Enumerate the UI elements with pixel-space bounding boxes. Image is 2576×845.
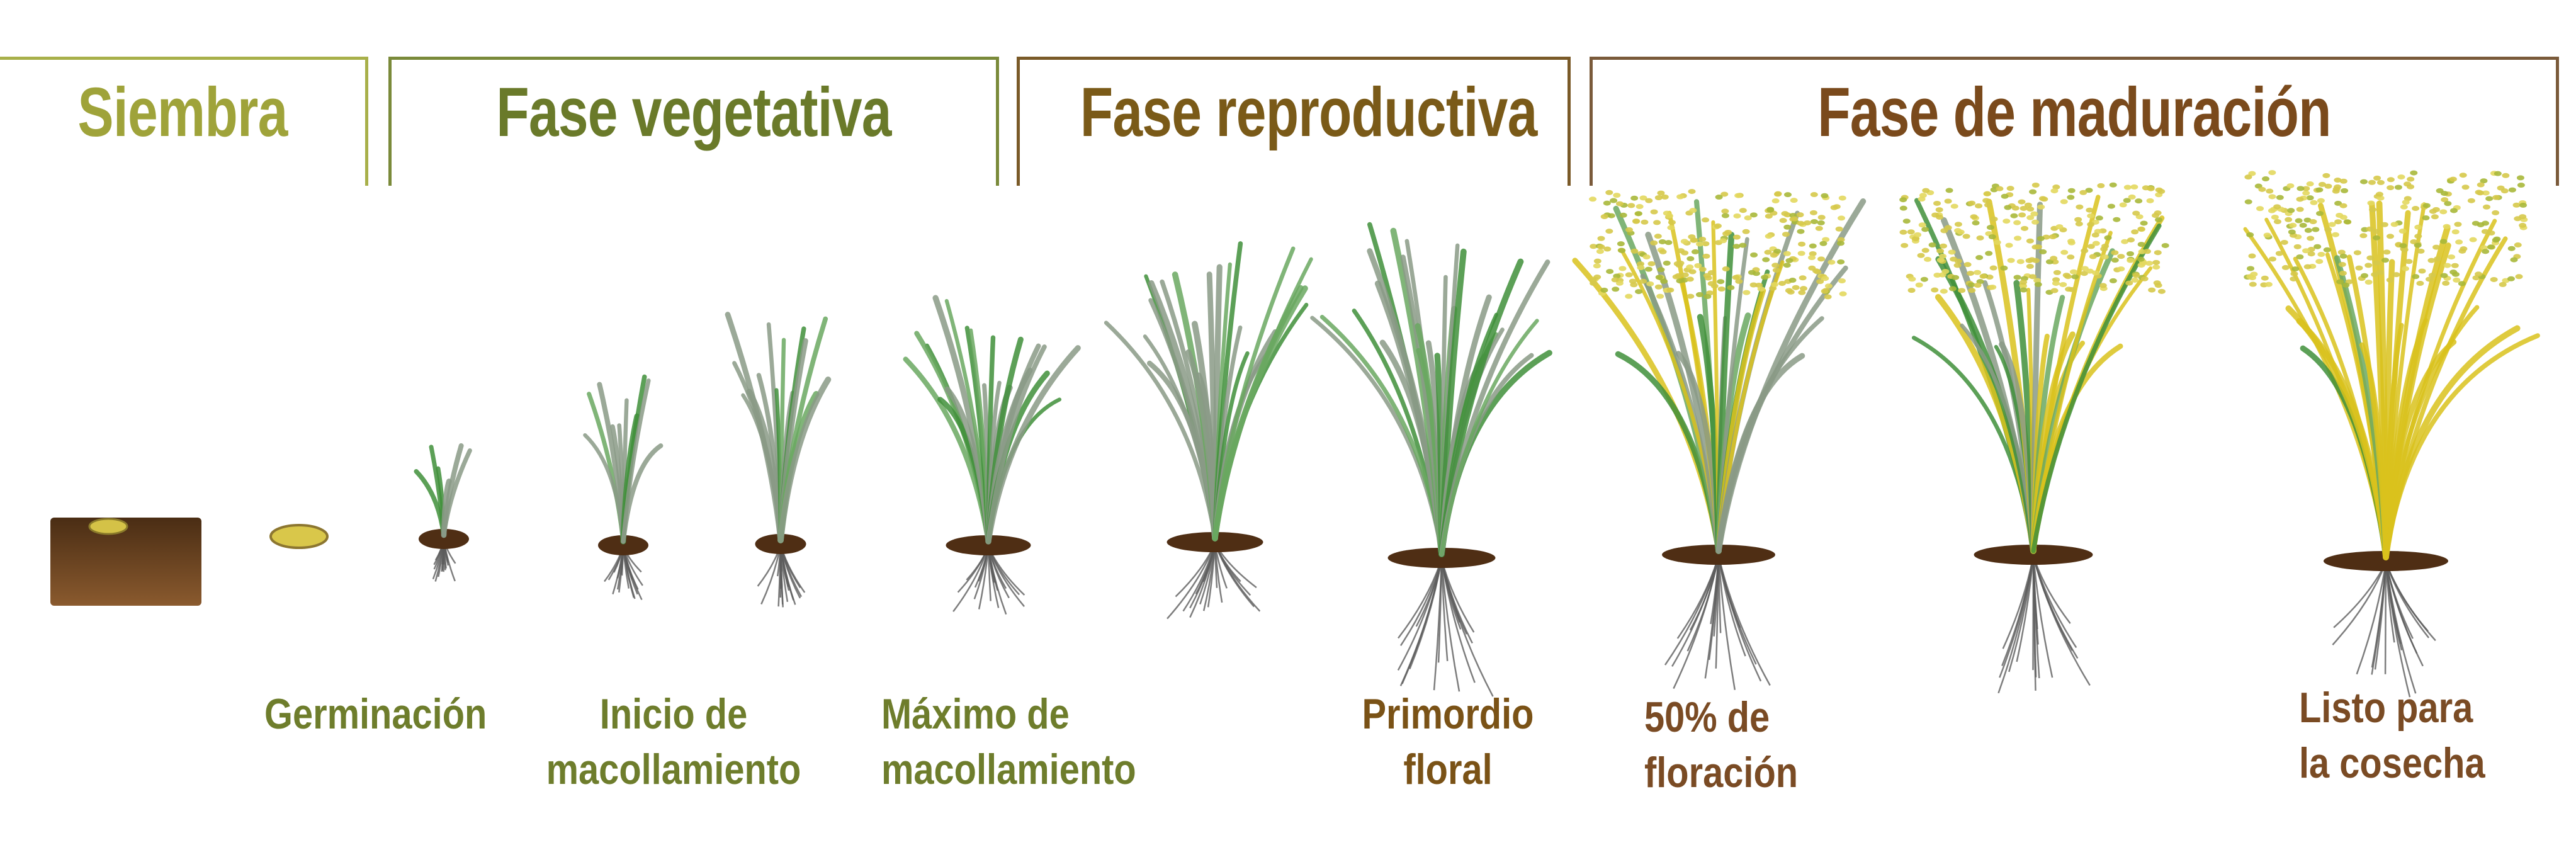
roots bbox=[1664, 555, 1771, 690]
panicle-grains bbox=[2244, 170, 2528, 288]
phase-siembra: Siembra bbox=[0, 57, 368, 186]
leaves bbox=[2243, 200, 2540, 560]
panicle-grains bbox=[1899, 182, 2169, 295]
phase-label-siembra: Siembra bbox=[77, 74, 288, 151]
roots bbox=[1167, 543, 1261, 620]
plant-tillering-mid bbox=[725, 312, 832, 608]
leaves bbox=[1572, 198, 1867, 554]
seed-icon bbox=[269, 524, 329, 549]
panicle-grains bbox=[1589, 189, 1847, 300]
phase-label-vegetativa: Fase vegetativa bbox=[496, 74, 891, 151]
plant-grain-filling bbox=[1899, 182, 2169, 694]
plant-seedling bbox=[414, 443, 472, 582]
roots bbox=[757, 545, 806, 608]
phase-label-reproductiva: Fase reproductiva bbox=[1080, 74, 1538, 151]
soil-clump bbox=[755, 534, 806, 554]
soil-clump bbox=[1974, 545, 2093, 565]
soil-clump bbox=[598, 535, 648, 555]
leaves bbox=[414, 443, 472, 538]
stage-label-maximo-macollamiento: Máximo de macollamiento bbox=[881, 690, 1136, 793]
soil-clump bbox=[1167, 532, 1263, 552]
leaves bbox=[903, 295, 1081, 545]
roots bbox=[2332, 562, 2436, 698]
roots bbox=[952, 546, 1025, 615]
soil-clump bbox=[1387, 548, 1496, 568]
leaves bbox=[1104, 241, 1313, 542]
stage-label-inicio-macollamiento: Inicio de macollamiento bbox=[546, 690, 801, 793]
plant-booting bbox=[1104, 241, 1313, 620]
phase-vegetativa: Fase vegetativa bbox=[388, 57, 999, 186]
stage-label-listo-cosecha: Listo para la cosecha bbox=[2299, 684, 2485, 787]
phase-reproductiva: Fase reproductiva bbox=[1017, 57, 1571, 186]
soil-clump bbox=[419, 529, 469, 549]
roots bbox=[1397, 559, 1494, 697]
soil-clump bbox=[946, 535, 1031, 555]
soil-clump bbox=[2324, 551, 2448, 571]
stage-label-50-floracion: 50% de floración bbox=[1644, 693, 1799, 797]
stage-label-primordio-floral: Primordio floral bbox=[1362, 690, 1534, 793]
plant-tillering-start bbox=[583, 374, 664, 601]
plant-panicle-initiation bbox=[1310, 222, 1552, 697]
plant-ready-harvest bbox=[2243, 170, 2540, 698]
phase-maduracion: Fase de maduración bbox=[1590, 57, 2559, 186]
plant-flowering bbox=[1572, 189, 1867, 690]
leaves bbox=[1310, 222, 1552, 557]
leaves bbox=[725, 312, 832, 543]
phase-label-maduracion: Fase de maduración bbox=[1817, 74, 2331, 151]
roots bbox=[1997, 555, 2091, 694]
leaves bbox=[583, 374, 664, 545]
soil-block-with-seed bbox=[50, 518, 201, 606]
soil-clump bbox=[1662, 545, 1775, 565]
plant-max-tillering bbox=[903, 295, 1081, 615]
leaves bbox=[1911, 195, 2165, 554]
stage-label-germinacion: Germinación bbox=[264, 690, 487, 738]
